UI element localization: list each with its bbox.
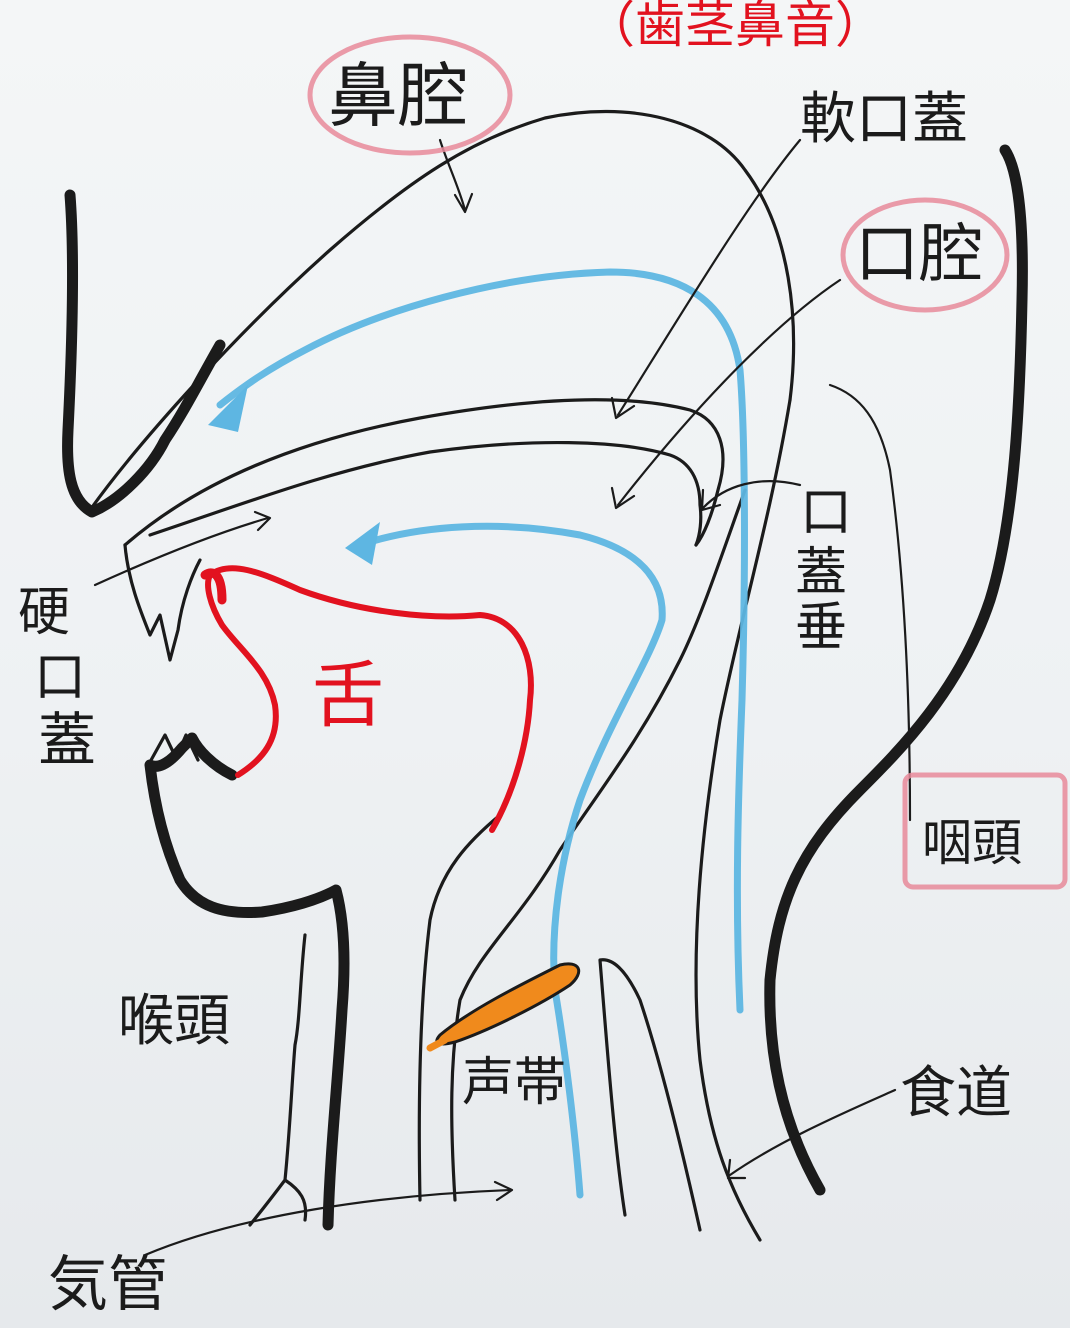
larynx-contour xyxy=(250,935,306,1225)
label-hard-palate-3: 蓋 xyxy=(38,706,96,774)
label-pharynx: 咽頭 xyxy=(922,814,1022,872)
face-profile-lower xyxy=(150,738,344,1225)
label-hard-palate-2: 口 xyxy=(34,648,86,708)
pointer-soft-palate xyxy=(612,140,800,418)
label-uvula-1: 口 xyxy=(800,483,852,543)
pointer-oral-cavity xyxy=(612,280,840,508)
upper-teeth xyxy=(125,545,200,660)
pointer-uvula xyxy=(702,481,800,510)
label-tongue: 舌 xyxy=(312,653,384,737)
label-uvula-2: 蓋 xyxy=(795,543,847,603)
vocal-cords-tail xyxy=(430,1040,445,1048)
label-larynx: 喉頭 xyxy=(118,989,230,1054)
airflow-nasal-arrowhead xyxy=(208,385,248,432)
label-oral-cavity: 口腔 xyxy=(855,218,983,292)
epiglottis xyxy=(600,960,700,1230)
label-nasal-cavity: 鼻腔 xyxy=(328,55,468,137)
articulation-type-title: （歯茎鼻音） xyxy=(585,0,885,54)
label-esophagus: 食道 xyxy=(900,1061,1012,1126)
label-soft-palate: 軟口蓋 xyxy=(800,87,968,152)
face-profile-upper xyxy=(68,195,220,512)
airflow-oral-arrowhead xyxy=(345,522,380,565)
label-uvula-3: 垂 xyxy=(795,598,847,658)
label-trachea: 気管 xyxy=(48,1250,168,1320)
label-vocal-cords: 声帯 xyxy=(462,1053,566,1113)
label-hard-palate-1: 硬 xyxy=(18,583,70,643)
